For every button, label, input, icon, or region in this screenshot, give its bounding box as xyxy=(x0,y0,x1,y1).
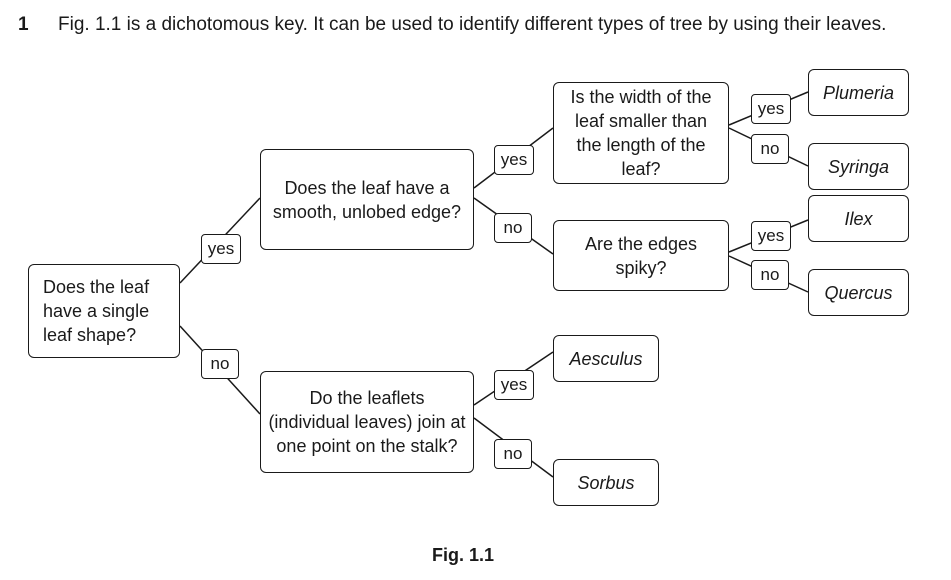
question-intro: Fig. 1.1 is a dichotomous key. It can be… xyxy=(58,14,887,35)
tree-syringa: Syringa xyxy=(808,143,909,190)
branch-label-no: no xyxy=(494,213,532,243)
tree-plumeria: Plumeria xyxy=(808,69,909,116)
branch-label-yes: yes xyxy=(201,234,241,264)
branch-label-no: no xyxy=(751,134,789,164)
branch-label-no: no xyxy=(494,439,532,469)
tree-ilex: Ilex xyxy=(808,195,909,242)
branch-label-yes: yes xyxy=(751,221,791,251)
branch-label-no: no xyxy=(201,349,239,379)
branch-label-yes: yes xyxy=(494,145,534,175)
question-edges-spiky: Are the edges spiky? xyxy=(553,220,729,291)
question-smooth-unlobed-edge: Does the leaf have a smooth, unlobed edg… xyxy=(260,149,474,250)
tree-sorbus: Sorbus xyxy=(553,459,659,506)
tree-aesculus: Aesculus xyxy=(553,335,659,382)
question-single-leaf-shape: Does the leaf have a single leaf shape? xyxy=(28,264,180,358)
branch-label-yes: yes xyxy=(494,370,534,400)
question-leaflets-join-one-point: Do the leaflets (individual leaves) join… xyxy=(260,371,474,473)
question-number: 1 xyxy=(18,14,29,35)
branch-label-yes: yes xyxy=(751,94,791,124)
tree-quercus: Quercus xyxy=(808,269,909,316)
branch-label-no: no xyxy=(751,260,789,290)
question-width-smaller-than-length: Is the width of the leaf smaller than th… xyxy=(553,82,729,184)
figure-caption: Fig. 1.1 xyxy=(432,545,495,565)
